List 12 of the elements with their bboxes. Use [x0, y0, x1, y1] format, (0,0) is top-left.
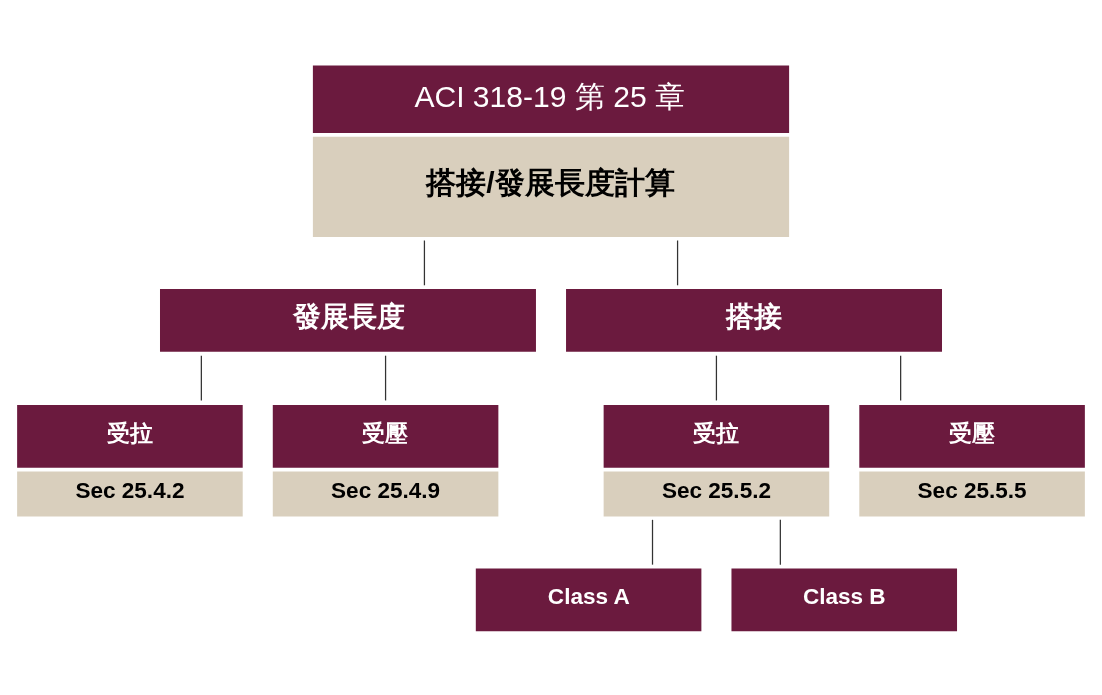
connector	[200, 354, 202, 401]
connector	[384, 354, 387, 401]
connector	[423, 239, 426, 286]
connector	[676, 239, 679, 286]
node-box: Class B	[731, 568, 958, 631]
connector	[651, 518, 654, 565]
node-box: 發展長度	[160, 288, 536, 352]
connector	[900, 354, 902, 401]
node-box: Class A	[475, 568, 702, 631]
connector	[715, 354, 718, 401]
connector	[779, 518, 781, 565]
node-box: 搭接	[566, 288, 942, 352]
